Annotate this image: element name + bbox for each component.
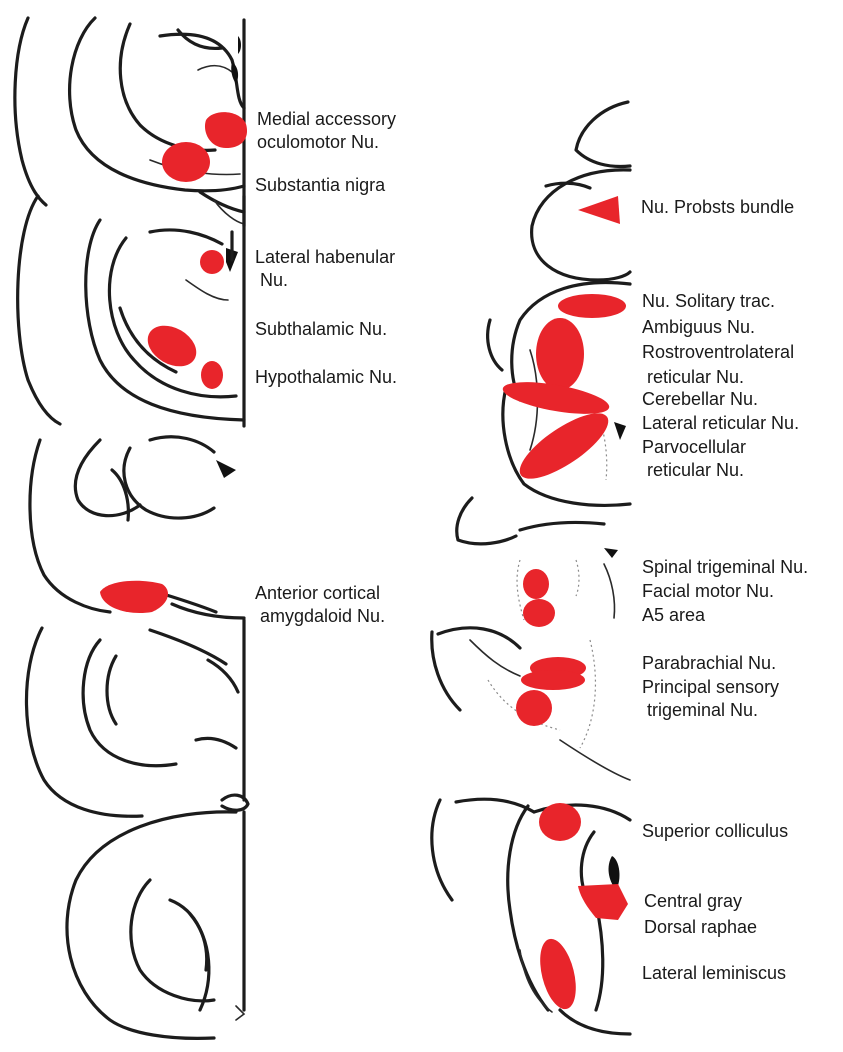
label-lateral-reticular: Lateral reticular Nu. (642, 412, 799, 435)
label-central-gray: Central gray (644, 890, 742, 913)
label-spinal-trigeminal: Spinal trigeminal Nu. (642, 556, 808, 579)
label-lateral-habenular: Lateral habenular Nu. (255, 246, 395, 292)
nucleus-medial-accessory-oculomotor (205, 112, 247, 148)
nucleus-lateral-habenular (200, 250, 224, 274)
nucleus-superior-colliculus (539, 803, 581, 841)
section-top-right (576, 102, 630, 166)
nucleus-principal-sensory-trigeminal-upper (521, 670, 585, 690)
label-lateral-leminiscus: Lateral leminiscus (642, 962, 786, 985)
nucleus-central-gray-dorsal-raphae (578, 884, 628, 920)
label-superior-colliculus: Superior colliculus (642, 820, 788, 843)
label-subthalamic: Subthalamic Nu. (255, 318, 387, 341)
label-cerebellar: Cerebellar Nu. (642, 388, 758, 411)
nucleus-subthalamic (140, 317, 203, 374)
label-rostroventrolateral: Rostroventrolateral reticular Nu. (642, 341, 794, 389)
label-ambiguus: Ambiguus Nu. (642, 316, 755, 339)
nucleus-probsts-bundle (578, 196, 620, 224)
label-parabrachial: Parabrachial Nu. (642, 652, 776, 675)
section-diencephalon-left (18, 196, 244, 426)
section-caudal-medulla-right (532, 170, 630, 280)
label-probsts-bundle: Nu. Probsts bundle (641, 196, 794, 219)
label-solitary-trac: Nu. Solitary trac. (642, 290, 775, 313)
label-facial-motor: Facial motor Nu. (642, 580, 774, 603)
label-substantia-nigra: Substantia nigra (255, 174, 385, 197)
nucleus-hypothalamic (201, 361, 223, 389)
nucleus-parvocellular-reticular (511, 402, 617, 490)
label-parvocellular: Parvocellular reticular Nu. (642, 436, 746, 482)
section-septal-left (26, 620, 248, 816)
nucleus-facial-motor (523, 599, 555, 627)
nucleus-substantia-nigra (162, 142, 210, 182)
nucleus-spinal-trigeminal (523, 569, 549, 599)
nucleus-ambiguus-rostroventrolateral (536, 318, 584, 390)
label-a5-area: A5 area (642, 604, 705, 627)
nucleus-principal-sensory-trigeminal (516, 690, 552, 726)
label-principal-sensory: Principal sensory trigeminal Nu. (642, 676, 779, 722)
label-anterior-cortical-amygdaloid: Anterior cortical amygdaloid Nu. (255, 582, 385, 628)
nucleus-solitary-tract (558, 294, 626, 318)
nucleus-anterior-cortical-amygdaloid (100, 581, 168, 613)
section-hemisphere-left (67, 812, 244, 1039)
label-hypothalamic: Hypothalamic Nu. (255, 366, 397, 389)
label-dorsal-raphae: Dorsal raphae (644, 916, 757, 939)
label-medial-accessory-oculomotor: Medial accessory oculomotor Nu. (257, 108, 396, 154)
